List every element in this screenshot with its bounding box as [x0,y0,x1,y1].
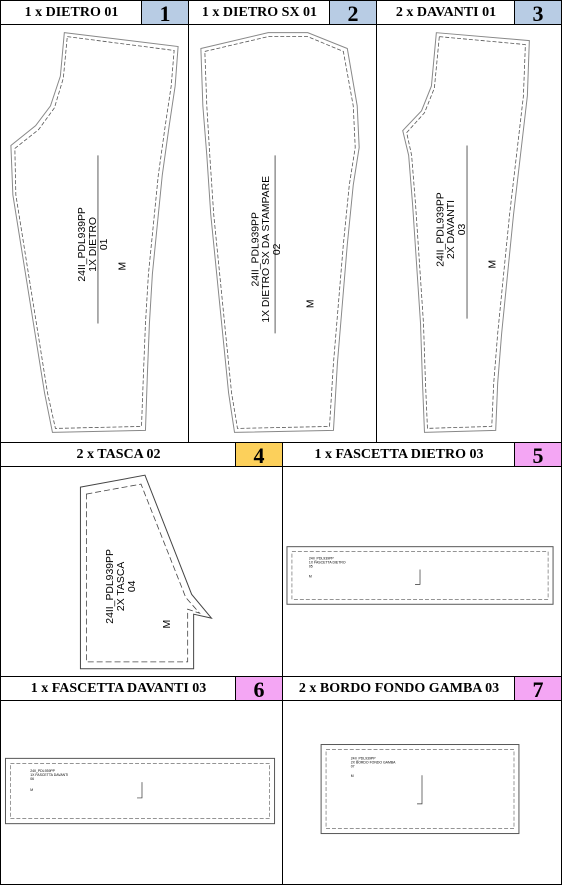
piece-title: 2 x TASCA 02 [76,447,161,462]
piece-number: 5 [514,443,561,468]
piece-qty-name: 2X TASCA [116,562,127,611]
piece-id: 07 [351,764,355,768]
piece-qty-name: 1X DIETRO [88,217,99,272]
pattern-drawing: 24II_PDL939PP 1X DIETRO 01 M [10,32,179,433]
pattern-piece-dietro: 24II_PDL939PP 1X DIETRO 01 M [1,25,188,442]
piece-id: 06 [30,777,34,781]
piece-title: 1 x FASCETTA DAVANTI 03 [30,681,207,696]
piece-cell-7: 2 x BORDO FONDO GAMBA 03 7 24II_PDL939PP… [282,676,562,885]
size-label: M [118,262,129,271]
piece-header-2: 1 x DIETRO SX 01 2 [189,1,376,26]
piece-cell-4: 2 x TASCA 02 4 24II_PDL939PP 2X TASCA 04… [0,442,283,677]
piece-header-7: 2 x BORDO FONDO GAMBA 03 7 [283,677,561,702]
piece-qty-name: 2X DAVANTI [446,200,457,259]
piece-cell-1: 1 x DIETRO 01 1 24II_PDL939PP 1X DIETRO … [0,0,189,443]
pattern-drawing: 24II_PDL939PP 1X FASCETTA DAVANTI 06 M [4,757,276,825]
pattern-outline [286,546,554,605]
pattern-piece-dietro-sx: 24II_PDL939PP 1X DIETRO SX DA STAMPARE 0… [189,25,376,442]
piece-code: 24II_PDL939PP [30,769,55,773]
seam-line [325,749,515,829]
piece-code: 24II_PDL939PP [77,207,88,281]
piece-label-group: 24II_PDL939PP 2X TASCA 04 [105,549,138,624]
piece-title: 1 x DIETRO 01 [24,5,119,20]
pattern-drawing: 24II_PDL939PP 2X BORDO FONDO GAMBA 07 M [320,744,520,835]
piece-header-4: 2 x TASCA 02 4 [1,443,282,468]
grain-line [137,782,143,799]
size-label: M [30,788,33,792]
pattern-piece-fascetta-davanti: 24II_PDL939PP 1X FASCETTA DAVANTI 06 M [1,701,282,884]
piece-number: 1 [141,1,188,26]
pattern-outline [402,32,530,433]
piece-id: 04 [127,580,138,592]
piece-title: 2 x BORDO FONDO GAMBA 03 [298,681,500,696]
piece-title: 2 x DAVANTI 01 [395,5,497,20]
piece-number: 7 [514,677,561,702]
seam-line [14,36,175,429]
seam-line [10,763,270,820]
pattern-piece-davanti: 24II_PDL939PP 2X DAVANTI 03 M [377,25,561,442]
pattern-piece-tasca: 24II_PDL939PP 2X TASCA 04 M [1,467,282,676]
piece-header-1: 1 x DIETRO 01 1 [1,1,188,26]
seam-line [85,483,201,663]
pattern-outline [320,744,520,835]
pattern-drawing: 24II_PDL939PP 1X FASCETTA DIETRO 05 M [286,546,554,605]
piece-code: 24II_PDL939PP [105,549,116,624]
pattern-outline [4,757,276,825]
piece-qty-name: 2X BORDO FONDO GAMBA [351,760,396,764]
piece-code: 24II_PDL939PP [250,212,261,286]
pattern-drawing: 24II_PDL939PP 1X DIETRO SX DA STAMPARE 0… [200,32,360,433]
piece-qty-name: 1X FASCETTA DIETRO [309,561,346,565]
seam-line [204,36,356,429]
piece-id: 05 [309,565,313,569]
pattern-outline [10,32,179,433]
seam-line [406,36,526,429]
pattern-piece-bordo-fondo-gamba: 24II_PDL939PP 2X BORDO FONDO GAMBA 07 M [283,701,561,884]
piece-cell-5: 1 x FASCETTA DIETRO 03 5 24II_PDL939PP 1… [282,442,562,677]
piece-label-group: 24II_PDL939PP 2X DAVANTI 03 [435,192,468,266]
piece-number: 6 [235,677,282,702]
pattern-drawing: 24II_PDL939PP 2X TASCA 04 M [79,474,213,670]
piece-header-3: 2 x DAVANTI 01 3 [377,1,561,26]
piece-title: 1 x FASCETTA DIETRO 03 [314,447,484,462]
size-label: M [309,574,312,578]
piece-header-5: 1 x FASCETTA DIETRO 03 5 [283,443,561,468]
piece-code: 24II_PDL939PP [435,192,446,266]
piece-code: 24II_PDL939PP [309,557,335,561]
size-label: M [351,774,354,778]
size-label: M [488,260,499,269]
piece-number: 3 [514,1,561,26]
pattern-outline [79,474,213,670]
piece-label-group: 24II_PDL939PP 1X DIETRO 01 [77,207,110,281]
grain-line [417,775,423,805]
pattern-drawing: 24II_PDL939PP 2X DAVANTI 03 M [402,32,530,433]
piece-cell-3: 2 x DAVANTI 01 3 24II_PDL939PP 2X DAVANT… [376,0,562,443]
piece-qty-name: 1X FASCETTA DAVANTI [30,773,68,777]
piece-cell-6: 1 x FASCETTA DAVANTI 03 6 24II_PDL939PP … [0,676,283,885]
size-label: M [162,620,173,629]
piece-label-group: 24II_PDL939PP 1X DIETRO SX DA STAMPARE 0… [250,176,283,323]
piece-qty-name: 1X DIETRO SX DA STAMPARE [261,176,272,323]
piece-title: 1 x DIETRO SX 01 [201,5,318,20]
piece-id: 01 [99,238,110,250]
piece-id: 03 [457,224,468,236]
piece-id: 02 [272,243,283,255]
piece-cell-2: 1 x DIETRO SX 01 2 24II_PDL939PP 1X DIET… [188,0,377,443]
piece-code: 24II_PDL939PP [351,756,376,760]
piece-number: 4 [235,443,282,468]
piece-number: 2 [329,1,376,26]
pattern-piece-fascetta-dietro: 24II_PDL939PP 1X FASCETTA DIETRO 05 M [283,467,561,676]
pattern-outline [200,32,360,433]
size-label: M [306,299,317,308]
piece-header-6: 1 x FASCETTA DAVANTI 03 6 [1,677,282,702]
grain-line [415,569,421,585]
